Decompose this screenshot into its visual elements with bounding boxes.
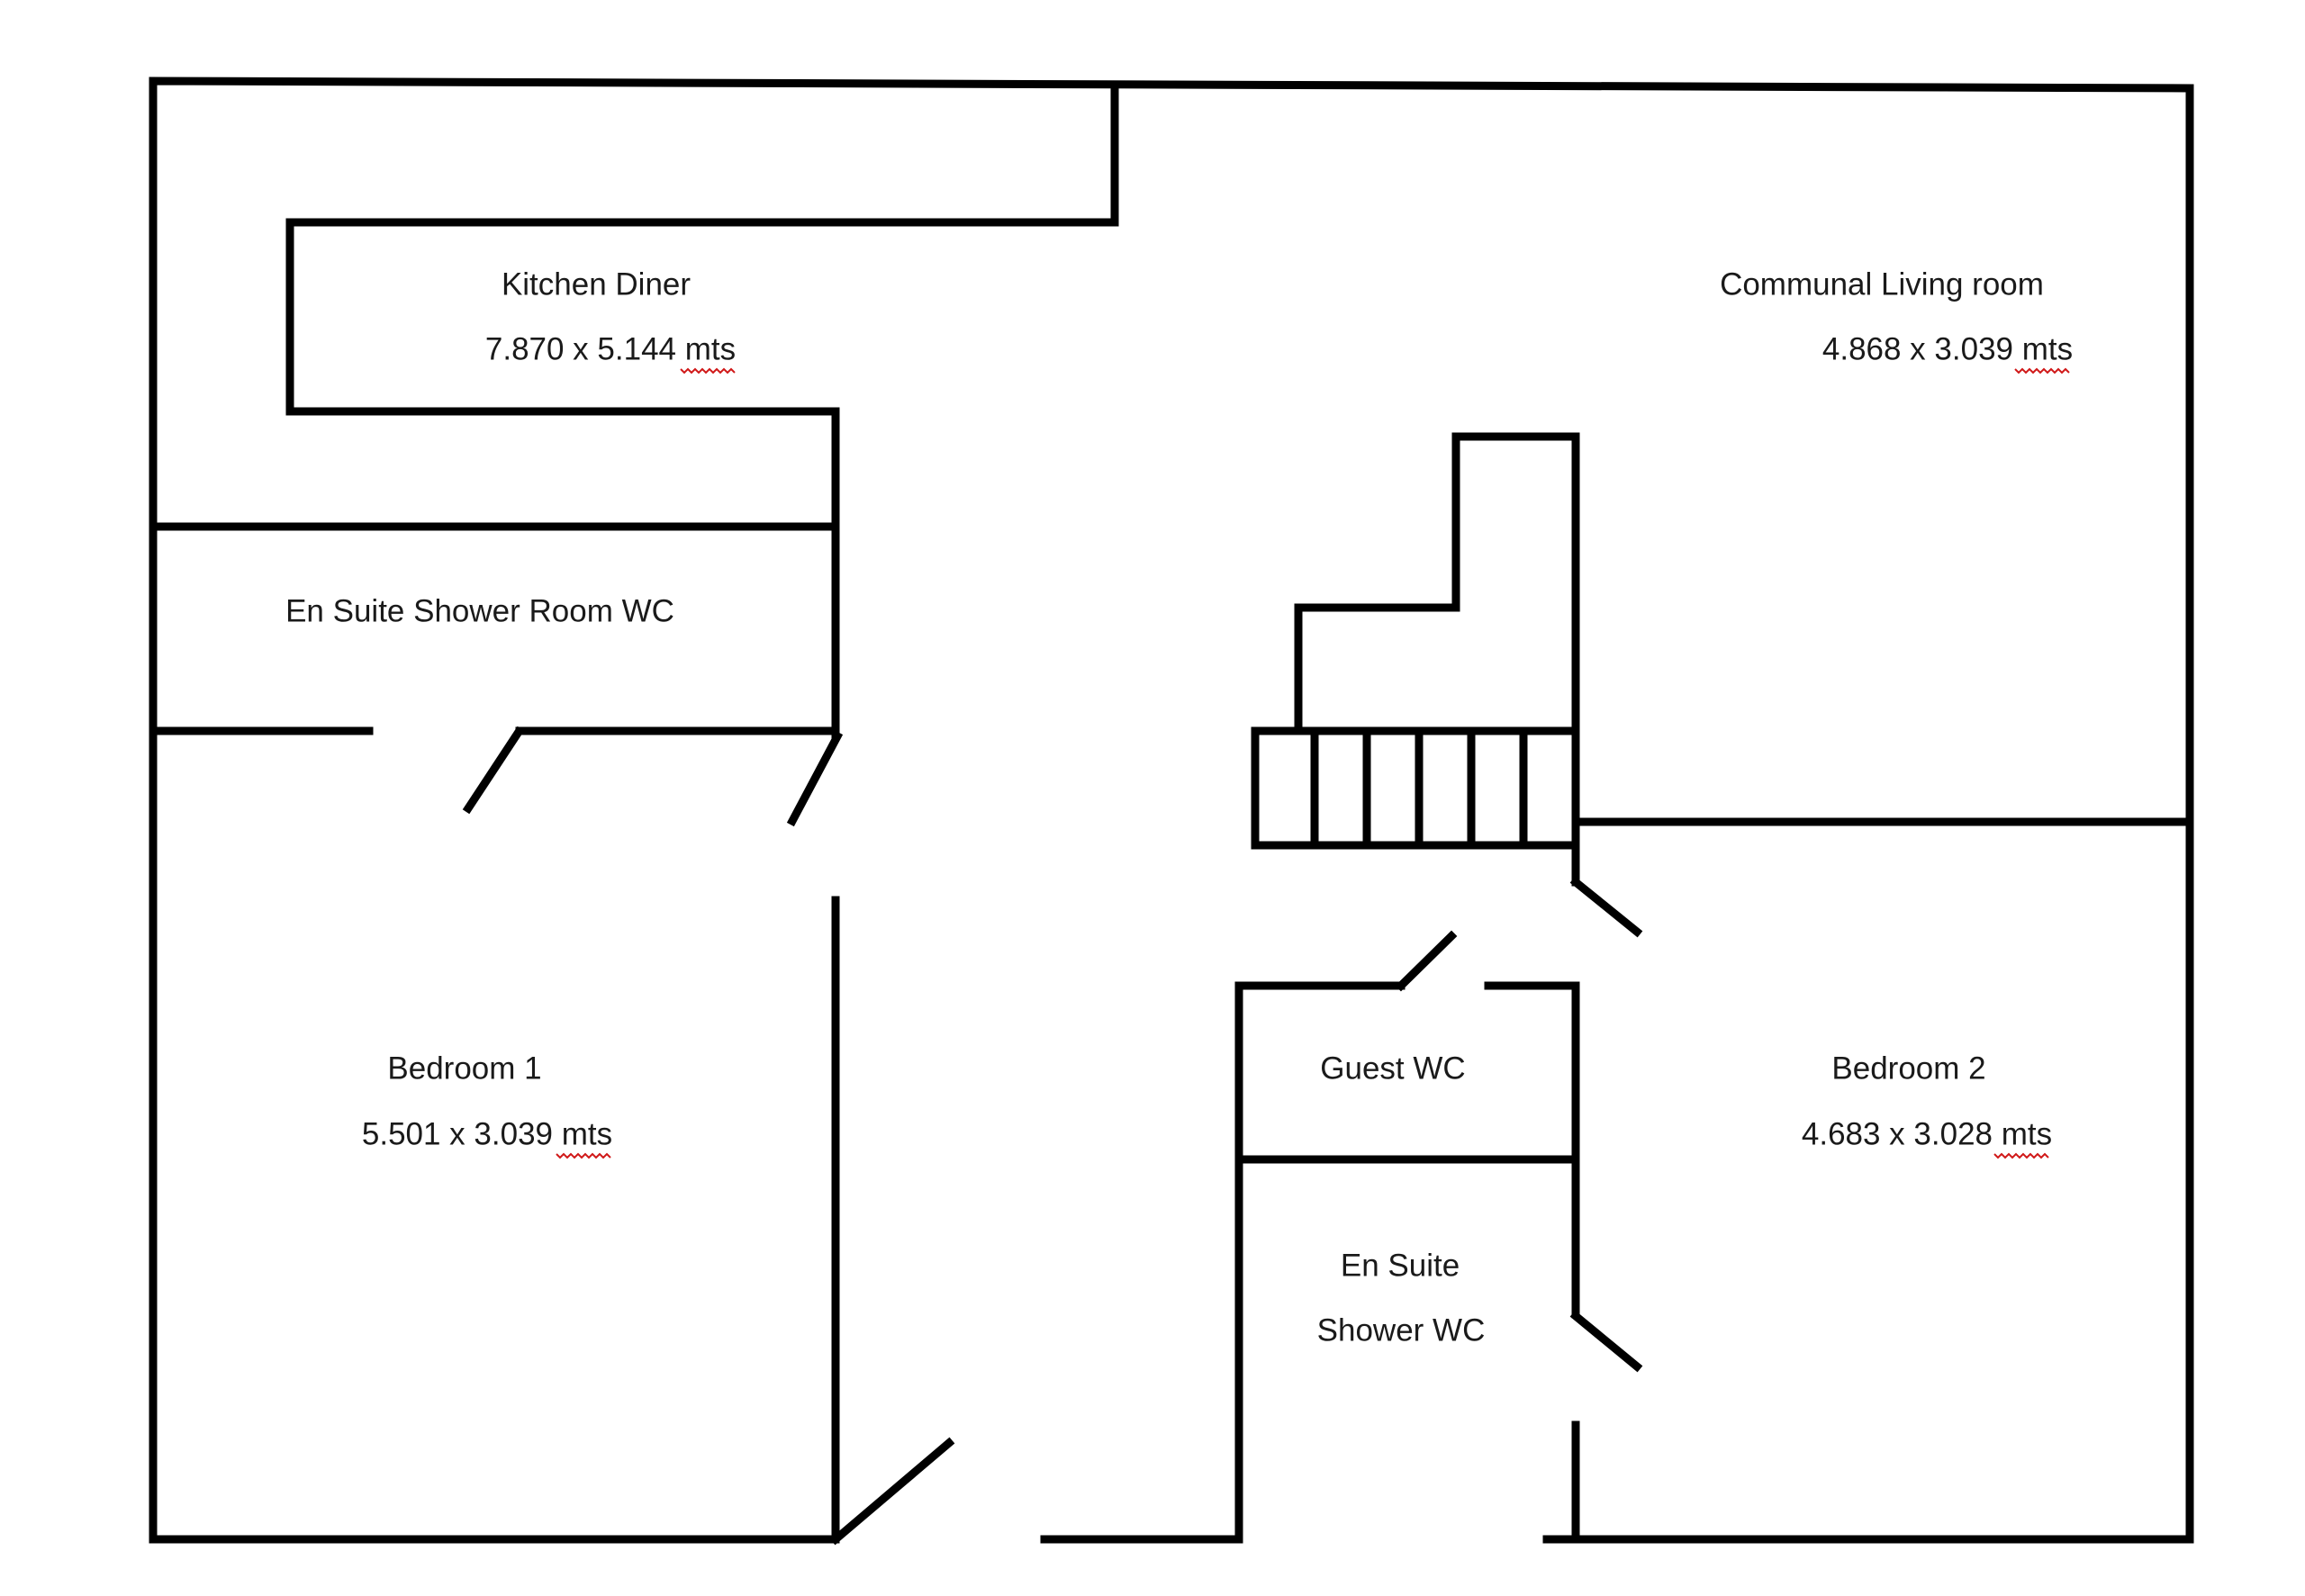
kitchen-wall (285, 80, 1119, 741)
living-size-underline (2014, 367, 2070, 374)
ensuite-shower-room-walls (149, 726, 844, 827)
living-size: 4.868 x 3.039 mts (1822, 331, 2073, 366)
room-labels: Kitchen Diner 7.870 x 5.144 mts Communal… (285, 266, 2073, 1348)
kitchen-name: Kitchen Diner (502, 266, 691, 302)
kitchen-size-underline (680, 367, 736, 374)
bedroom2-size: 4.683 x 3.028 mts (1802, 1116, 2052, 1151)
ensuite-wc-name-line1: En Suite (1341, 1248, 1460, 1283)
outer-wall (149, 77, 2194, 1544)
kitchen-walls (149, 80, 1119, 741)
stair-landing-wall (1294, 432, 1580, 735)
bedroom2-size-underline (1993, 1152, 2049, 1159)
bedroom1-door-swing (829, 1437, 955, 1546)
bedroom1-upper-door-swing (786, 730, 844, 827)
bedroom1-name: Bedroom 1 (387, 1050, 541, 1086)
exterior-walls (149, 77, 2194, 1544)
guest-wc-top-wall-left (1234, 981, 1406, 1544)
bedroom1-size-underline (556, 1152, 611, 1159)
staircase (1251, 432, 1580, 850)
guest-wc-name: Guest WC (1320, 1050, 1465, 1086)
guest-wc-door-swing (1395, 930, 1458, 992)
kitchen-size: 7.870 x 5.144 mts (485, 331, 736, 366)
ensuite-door-swing (462, 726, 525, 815)
bedroom1-walls (829, 896, 955, 1546)
bedroom2-upper-door-swing (1569, 876, 1643, 938)
bedroom2-name: Bedroom 2 (1831, 1050, 1985, 1086)
ensuite-wc-name-line2: Shower WC (1317, 1312, 1486, 1348)
ensuite-shower-room-name: En Suite Shower Room WC (285, 593, 674, 628)
bedroom1-size: 5.501 x 3.039 mts (362, 1116, 612, 1151)
living-bedroom2-walls (1569, 817, 2194, 1544)
bedroom2-lower-door-swing (1569, 1310, 1643, 1373)
living-name: Communal Living room (1720, 266, 2044, 302)
wc-walls (1234, 930, 1580, 1544)
